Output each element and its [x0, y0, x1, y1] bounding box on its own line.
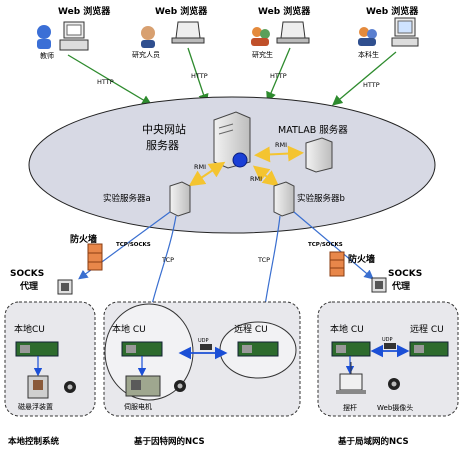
- device-label: 摆杆: [343, 403, 357, 412]
- socks-label: SOCKS: [388, 269, 422, 279]
- system-boundary: [4, 301, 96, 417]
- cu-label: 本地 CU: [112, 323, 146, 335]
- tcp-links: TCP TCP: [147, 215, 281, 315]
- system-label-internet: 基于因特网的NCS: [133, 436, 205, 447]
- network-switch-icon: [384, 343, 396, 349]
- browser-grad-student: Web 浏览器 研究生: [251, 5, 311, 59]
- tcp-socks-label: TCP/SOCKS: [308, 242, 343, 248]
- network-hub-icon: [232, 152, 248, 168]
- browser-title: Web 浏览器: [58, 5, 111, 17]
- internet-ncs: 本地 CU 远程 CU UDP 伺服电机: [103, 301, 301, 417]
- researcher-user-icon: [141, 26, 155, 40]
- tcp-label: TCP: [257, 256, 270, 264]
- browser-researcher: Web 浏览器 研究人员: [132, 5, 208, 59]
- user-label: 研究人员: [132, 50, 160, 59]
- network-switch-icon: [200, 344, 212, 350]
- rmi-label: RMI: [275, 141, 287, 149]
- firewall-icon: [87, 243, 103, 271]
- device-label: 伺服电机: [124, 402, 152, 411]
- firewall-right: 防火墙: [329, 251, 375, 277]
- udp-label: UDP: [382, 337, 393, 343]
- browser-title: Web 浏览器: [155, 5, 208, 17]
- cu-label: 远程 CU: [410, 324, 444, 335]
- pendulum-device-icon: [339, 373, 363, 391]
- cu-label: 远程 CU: [234, 324, 268, 335]
- socks-label: 代理: [19, 280, 38, 292]
- firewall-label: 防火墙: [348, 253, 375, 265]
- http-label: HTTP: [363, 81, 380, 89]
- rmi-label: RMI: [250, 175, 262, 183]
- laptop-icon: [280, 21, 306, 39]
- system-label-lan: 基于局域网的NCS: [337, 436, 409, 447]
- system-label-local: 本地控制系统: [8, 436, 60, 447]
- cu-label: 本地CU: [14, 323, 45, 335]
- lan-ncs: 本地 CU 远程 CU UDP 摆杆 Web摄像头: [317, 301, 459, 417]
- desktop-computer-icon: [59, 39, 89, 51]
- grad-student-user-icon: [252, 27, 262, 37]
- teacher-user-icon: [37, 25, 51, 39]
- undergrad-user-icon: [359, 27, 369, 37]
- device-label: 磁悬浮装置: [18, 402, 53, 411]
- socks-proxy-right: SOCKS 代理: [371, 269, 422, 293]
- server-tower-icon: [273, 181, 295, 217]
- local-control-system: 本地CU 磁悬浮装置: [4, 301, 96, 417]
- device-label: Web摄像头: [377, 403, 413, 412]
- browser-undergrad: Web 浏览器 本科生: [358, 5, 419, 59]
- firewall-label: 防火墙: [70, 233, 97, 245]
- firewall-left: 防火墙: [70, 233, 103, 271]
- matlab-server: MATLAB 服务器: [278, 124, 348, 173]
- web-server-label: 中央网站: [142, 122, 186, 136]
- browser-title: Web 浏览器: [258, 5, 311, 17]
- http-links: HTTP HTTP HTTP HTTP: [67, 47, 397, 106]
- udp-label: UDP: [198, 338, 209, 344]
- server-tower-icon: [305, 137, 333, 173]
- browser-title: Web 浏览器: [366, 5, 419, 17]
- user-label: 本科生: [358, 50, 379, 59]
- laptop-icon: [175, 21, 201, 39]
- rmi-label: RMI: [194, 163, 206, 171]
- central-web-server: 中央网站 服务器: [142, 111, 251, 169]
- http-label: HTTP: [97, 78, 114, 86]
- socks-proxy-left: SOCKS 代理: [10, 269, 73, 295]
- browser-teacher: Web 浏览器 教师: [37, 5, 111, 60]
- exp-server-b-label: 实验服务器b: [297, 193, 345, 204]
- tcp-label: TCP: [161, 256, 174, 264]
- desktop-computer-icon: [391, 37, 419, 47]
- cu-label: 本地 CU: [330, 323, 364, 335]
- server-tower-icon: [169, 181, 191, 217]
- matlab-server-label: MATLAB 服务器: [278, 124, 348, 136]
- firewall-icon: [329, 251, 345, 277]
- user-label: 教师: [40, 51, 54, 60]
- http-label: HTTP: [191, 72, 208, 80]
- socks-label: SOCKS: [10, 269, 44, 279]
- web-server-label: 服务器: [146, 139, 179, 152]
- rmi-links: RMI RMI RMI: [188, 141, 304, 187]
- exp-server-a-label: 实验服务器a: [103, 193, 151, 204]
- http-label: HTTP: [270, 72, 287, 80]
- tcp-socks-label: TCP/SOCKS: [116, 242, 151, 248]
- socks-label: 代理: [391, 280, 410, 292]
- system-boundary: [317, 301, 459, 417]
- user-label: 研究生: [252, 50, 273, 59]
